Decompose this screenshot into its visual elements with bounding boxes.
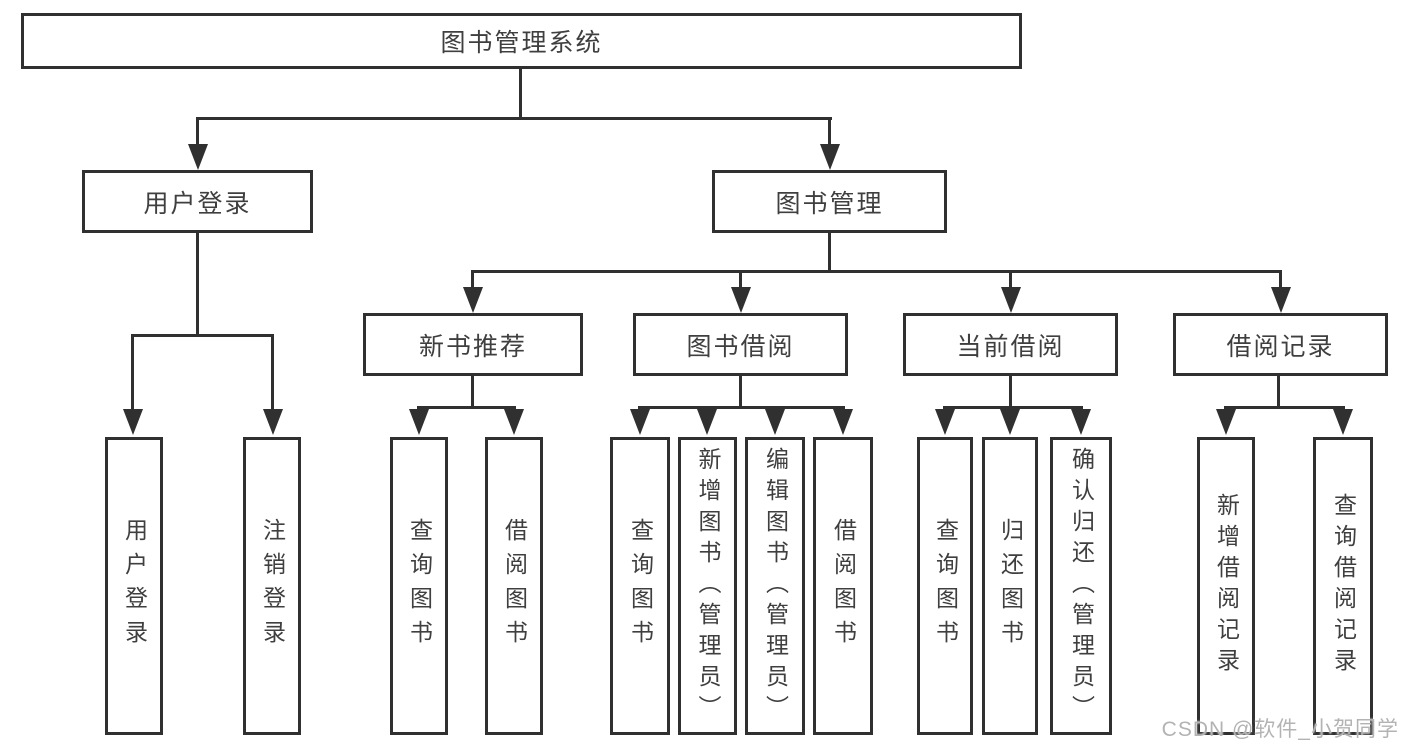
arrowhead-leaf [1071,409,1091,435]
connector-current-borrow-branch [943,406,1083,409]
connector-new-books-stem [471,376,474,409]
connector-stub-new-books [471,270,474,289]
arrowhead-leaf [697,409,717,435]
arrowhead-leaf [1333,409,1353,435]
connector-new-books-branch [417,406,516,409]
leaf-borrow-books-recommend: 借阅图书 [485,437,543,735]
node-user-login: 用户登录 [82,170,313,233]
connector-borrow-records-branch [1224,406,1345,409]
leaf-query-books-current: 查询图书 [917,437,973,735]
arrowhead-book-borrow [731,287,751,313]
leaf-borrow-books: 借阅图书 [813,437,873,735]
arrowhead-book-mgmt [820,144,840,170]
node-borrowing-records: 借阅记录 [1173,313,1388,376]
node-label: 用户登录 [143,189,252,218]
node-label: 图书借阅 [686,332,795,361]
connector-book-mgmt-branch [471,270,1282,273]
arrowhead-leaf [833,409,853,435]
leaf-label: 归还图书 [997,518,1024,654]
leaf-query-borrow-record: 查询借阅记录 [1313,437,1373,735]
connector-root-stem [519,69,522,118]
leaf-label: 确认归还（管理员） [1068,446,1095,726]
arrowhead-leaf [630,409,650,435]
leaf-return-books: 归还图书 [982,437,1038,735]
leaf-logout: 注销登录 [243,437,301,735]
leaf-label: 查询图书 [406,518,433,654]
arrowhead-new-books [463,287,483,313]
connector-borrow-records-stem [1277,376,1280,409]
node-label: 当前借阅 [956,332,1065,361]
connector-stub-current-borrow [1009,270,1012,289]
connector-stub-user-login [196,117,199,146]
node-label: 新书推荐 [418,332,527,361]
arrowhead-leaf [504,409,524,435]
leaf-edit-books-admin: 编辑图书（管理员） [745,437,805,735]
leaf-label: 查询图书 [627,518,654,654]
leaf-label: 查询图书 [932,518,959,654]
arrowhead-leaf [1000,409,1020,435]
node-book-management: 图书管理 [712,170,947,233]
node-label: 图书管理 [775,189,884,218]
connector-stub-leaf-login [131,334,134,409]
connector-stub-book-mgmt [828,117,831,146]
connector-stub-book-borrow [739,270,742,289]
connector-stub-borrow-records [1279,270,1282,289]
node-label: 图书管理系统 [440,29,603,57]
node-book-borrowing: 图书借阅 [633,313,848,376]
arrowhead-leaf-logout [263,409,283,435]
leaf-label: 注销登录 [259,518,286,654]
leaf-add-borrow-record: 新增借阅记录 [1197,437,1255,735]
arrowhead-leaf [765,409,785,435]
leaf-user-login: 用户登录 [105,437,163,735]
node-library-management-system: 图书管理系统 [21,13,1022,69]
leaf-confirm-return-admin: 确认归还（管理员） [1050,437,1112,735]
leaf-label: 查询借阅记录 [1330,493,1357,679]
connector-book-borrow-branch [638,406,845,409]
leaf-label: 用户登录 [121,518,148,654]
leaf-label: 新增借阅记录 [1213,493,1240,679]
connector-book-mgmt-stem [828,233,831,271]
node-label: 借阅记录 [1226,332,1335,361]
leaf-query-books-recommend: 查询图书 [390,437,448,735]
csdn-watermark: CSDN @软件_小贺同学 [1161,718,1399,741]
connector-stub-leaf-logout [271,334,274,409]
arrowhead-leaf [1216,409,1236,435]
arrowhead-leaf [935,409,955,435]
connector-current-borrow-stem [1009,376,1012,409]
arrowhead-borrow-records [1271,287,1291,313]
arrowhead-leaf-login [123,409,143,435]
leaf-query-books-borrowing: 查询图书 [610,437,670,735]
leaf-label: 借阅图书 [501,518,528,654]
leaf-label: 借阅图书 [830,518,857,654]
connector-user-login-stem [196,233,199,335]
arrowhead-current-borrow [1001,287,1021,313]
leaf-label: 新增图书（管理员） [695,446,721,726]
arrowhead-user-login [188,144,208,170]
node-current-borrowing: 当前借阅 [903,313,1118,376]
connector-root-branch [196,117,832,120]
leaf-label: 编辑图书（管理员） [762,446,789,726]
connector-user-login-branch [131,334,274,337]
connector-book-borrow-stem [739,376,742,409]
node-new-book-recommend: 新书推荐 [363,313,583,376]
arrowhead-leaf [409,409,429,435]
leaf-add-books-admin: 新增图书（管理员） [678,437,737,735]
